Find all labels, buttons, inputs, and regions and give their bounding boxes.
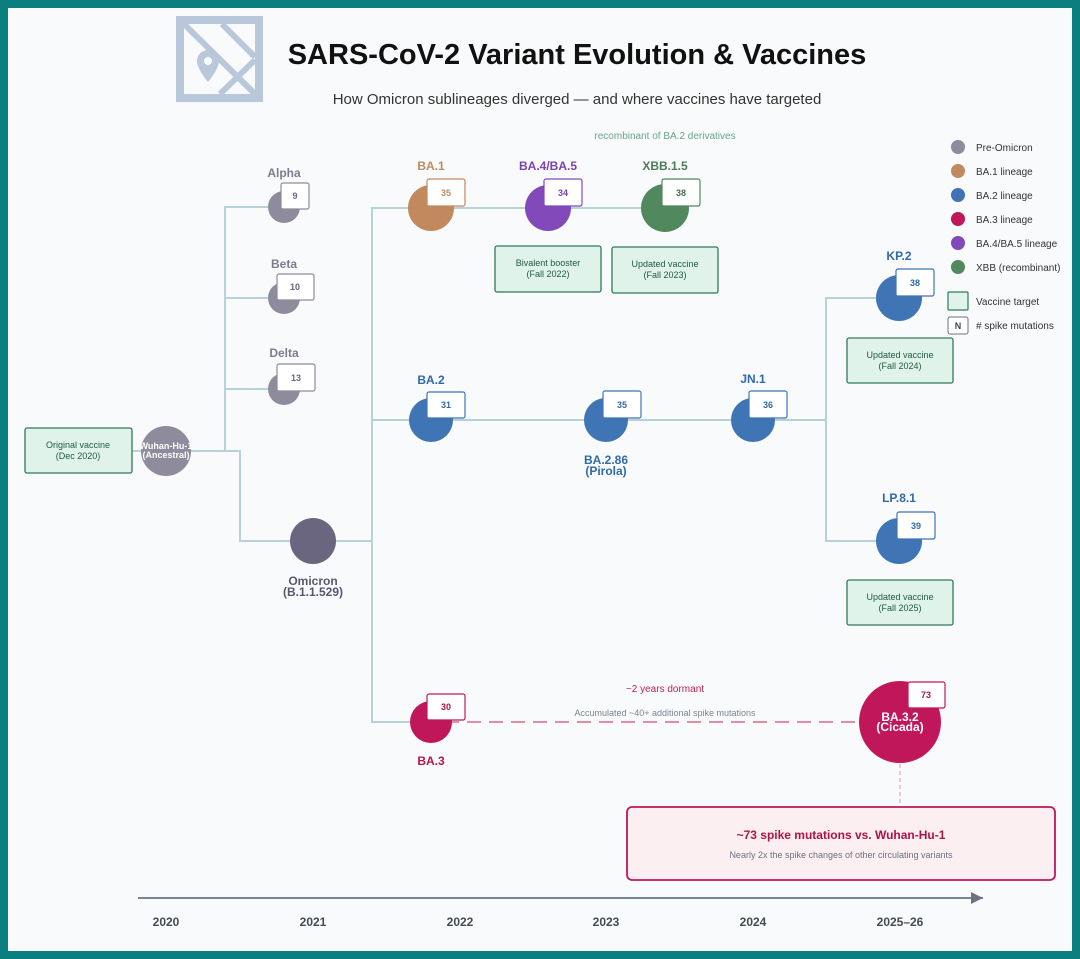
legend-pre-omicron: Pre-Omicron xyxy=(951,140,1033,154)
node-delta: Delta 13 xyxy=(268,346,316,405)
node-ba45: BA.4/BA.5 34 xyxy=(519,159,583,231)
svg-text:N: N xyxy=(955,321,962,331)
svg-text:Updated vaccine: Updated vaccine xyxy=(631,259,698,269)
svg-text:BA.2.86: BA.2.86 xyxy=(584,453,628,467)
svg-text:Pre-Omicron: Pre-Omicron xyxy=(976,143,1033,154)
svg-text:BA.2: BA.2 xyxy=(417,373,445,387)
svg-text:10: 10 xyxy=(290,282,300,292)
svg-text:35: 35 xyxy=(441,188,451,198)
map-icon xyxy=(176,16,263,102)
year-2025-26: 2025–26 xyxy=(877,915,924,929)
node-ba2: BA.2 31 xyxy=(409,373,466,442)
svg-text:LP.8.1: LP.8.1 xyxy=(882,491,916,505)
year-2020: 2020 xyxy=(153,915,180,929)
mutations-callout: ~73 spike mutations vs. Wuhan-Hu-1 Nearl… xyxy=(626,806,1056,881)
legend-xbb: XBB (recombinant) xyxy=(951,260,1060,274)
svg-text:(Dec 2020): (Dec 2020) xyxy=(56,451,101,461)
accumulated-label: Accumulated ~40+ additional spike mutati… xyxy=(574,708,756,718)
node-ba286: 35 BA.2.86 (Pirola) xyxy=(584,390,642,478)
svg-text:35: 35 xyxy=(617,400,627,410)
svg-text:Original vaccine: Original vaccine xyxy=(46,440,110,450)
svg-text:XBB.1.5: XBB.1.5 xyxy=(642,159,688,173)
svg-text:(Pirola): (Pirola) xyxy=(585,464,626,478)
svg-text:BA.2 lineage: BA.2 lineage xyxy=(976,191,1033,202)
svg-text:BA.4/BA.5 lineage: BA.4/BA.5 lineage xyxy=(976,239,1058,250)
node-jn1: JN.1 36 xyxy=(731,372,788,442)
svg-text:(Fall 2025): (Fall 2025) xyxy=(878,603,921,613)
dormant-label: ~2 years dormant xyxy=(626,684,704,695)
year-2023: 2023 xyxy=(593,915,620,929)
svg-text:XBB (recombinant): XBB (recombinant) xyxy=(976,263,1060,274)
svg-text:Wuhan-Hu-1: Wuhan-Hu-1 xyxy=(140,441,193,451)
node-wuhan: Wuhan-Hu-1 (Ancestral) xyxy=(140,426,193,476)
svg-text:73: 73 xyxy=(921,690,931,700)
svg-text:BA.4/BA.5: BA.4/BA.5 xyxy=(519,159,577,173)
svg-text:38: 38 xyxy=(676,188,686,198)
svg-text:# spike mutations: # spike mutations xyxy=(976,321,1054,332)
svg-text:BA.1: BA.1 xyxy=(417,159,445,173)
vaccine-fall-2023: Updated vaccine (Fall 2023) xyxy=(611,246,719,294)
node-beta: Beta 10 xyxy=(268,257,315,314)
svg-text:(Ancestral): (Ancestral) xyxy=(142,450,189,460)
node-omicron: Omicron (B.1.1.529) xyxy=(283,518,343,599)
svg-text:JN.1: JN.1 xyxy=(740,372,766,386)
svg-text:34: 34 xyxy=(558,188,568,198)
svg-text:30: 30 xyxy=(441,702,451,712)
node-kp2: KP.2 38 xyxy=(876,249,935,321)
diagram-frame xyxy=(8,8,1072,951)
callout-subtitle: Nearly 2x the spike changes of other cir… xyxy=(729,850,953,860)
svg-text:Updated vaccine: Updated vaccine xyxy=(866,350,933,360)
recombinant-note: recombinant of BA.2 derivatives xyxy=(594,131,735,142)
node-ba3: 30 BA.3 xyxy=(410,693,466,768)
legend: Pre-Omicron BA.1 lineage BA.2 lineage BA… xyxy=(947,140,1060,335)
svg-text:(Fall 2023): (Fall 2023) xyxy=(643,270,686,280)
svg-text:39: 39 xyxy=(911,521,921,531)
svg-text:31: 31 xyxy=(441,400,451,410)
svg-text:Alpha: Alpha xyxy=(267,166,301,180)
timeline: 2020 2021 2022 2023 2024 2025–26 xyxy=(138,892,983,929)
legend-ba2: BA.2 lineage xyxy=(951,188,1033,202)
svg-text:Omicron: Omicron xyxy=(288,574,337,588)
svg-text:13: 13 xyxy=(291,373,301,383)
node-alpha: Alpha 9 xyxy=(267,166,310,223)
svg-text:9: 9 xyxy=(292,191,297,201)
legend-mutations: N # spike mutations xyxy=(947,316,1054,335)
svg-text:(B.1.1.529): (B.1.1.529) xyxy=(283,585,343,599)
svg-text:(Cicada): (Cicada) xyxy=(876,720,923,734)
page-title: SARS-CoV-2 Variant Evolution & Vaccines xyxy=(288,39,867,71)
year-2021: 2021 xyxy=(300,915,327,929)
svg-text:BA.1 lineage: BA.1 lineage xyxy=(976,167,1033,178)
page-subtitle: How Omicron sublineages diverged — and w… xyxy=(333,91,822,108)
vaccine-fall-2025: Updated vaccine (Fall 2025) xyxy=(846,579,954,626)
legend-ba1: BA.1 lineage xyxy=(951,164,1033,178)
svg-text:(Fall 2024): (Fall 2024) xyxy=(878,361,921,371)
svg-text:BA.3: BA.3 xyxy=(417,754,445,768)
svg-text:KP.2: KP.2 xyxy=(886,249,911,263)
svg-text:(Fall 2022): (Fall 2022) xyxy=(526,269,569,279)
node-lp81: LP.8.1 39 xyxy=(876,491,936,564)
svg-text:Delta: Delta xyxy=(269,346,299,360)
legend-ba45: BA.4/BA.5 lineage xyxy=(951,236,1058,250)
vaccine-fall-2024: Updated vaccine (Fall 2024) xyxy=(846,337,954,384)
legend-ba3: BA.3 lineage xyxy=(951,212,1033,226)
callout-title: ~73 spike mutations vs. Wuhan-Hu-1 xyxy=(737,828,946,842)
legend-vaccine: Vaccine target xyxy=(947,291,1039,311)
svg-text:BA.3.2: BA.3.2 xyxy=(881,710,919,724)
svg-text:Bivalent booster: Bivalent booster xyxy=(516,258,581,268)
year-2022: 2022 xyxy=(447,915,474,929)
vaccine-bivalent: Bivalent booster (Fall 2022) xyxy=(494,245,602,293)
svg-text:Updated vaccine: Updated vaccine xyxy=(866,592,933,602)
svg-text:36: 36 xyxy=(763,400,773,410)
node-ba32: BA.3.2 (Cicada) 73 xyxy=(859,681,946,763)
node-ba1: BA.1 35 xyxy=(408,159,466,231)
svg-text:Beta: Beta xyxy=(271,257,297,271)
year-2024: 2024 xyxy=(740,915,767,929)
svg-text:BA.3 lineage: BA.3 lineage xyxy=(976,215,1033,226)
node-xbb: recombinant of BA.2 derivatives XBB.1.5 … xyxy=(594,131,736,232)
svg-text:Vaccine target: Vaccine target xyxy=(976,297,1039,308)
svg-text:38: 38 xyxy=(910,278,920,288)
vaccine-original: Original vaccine (Dec 2020) xyxy=(24,427,133,474)
